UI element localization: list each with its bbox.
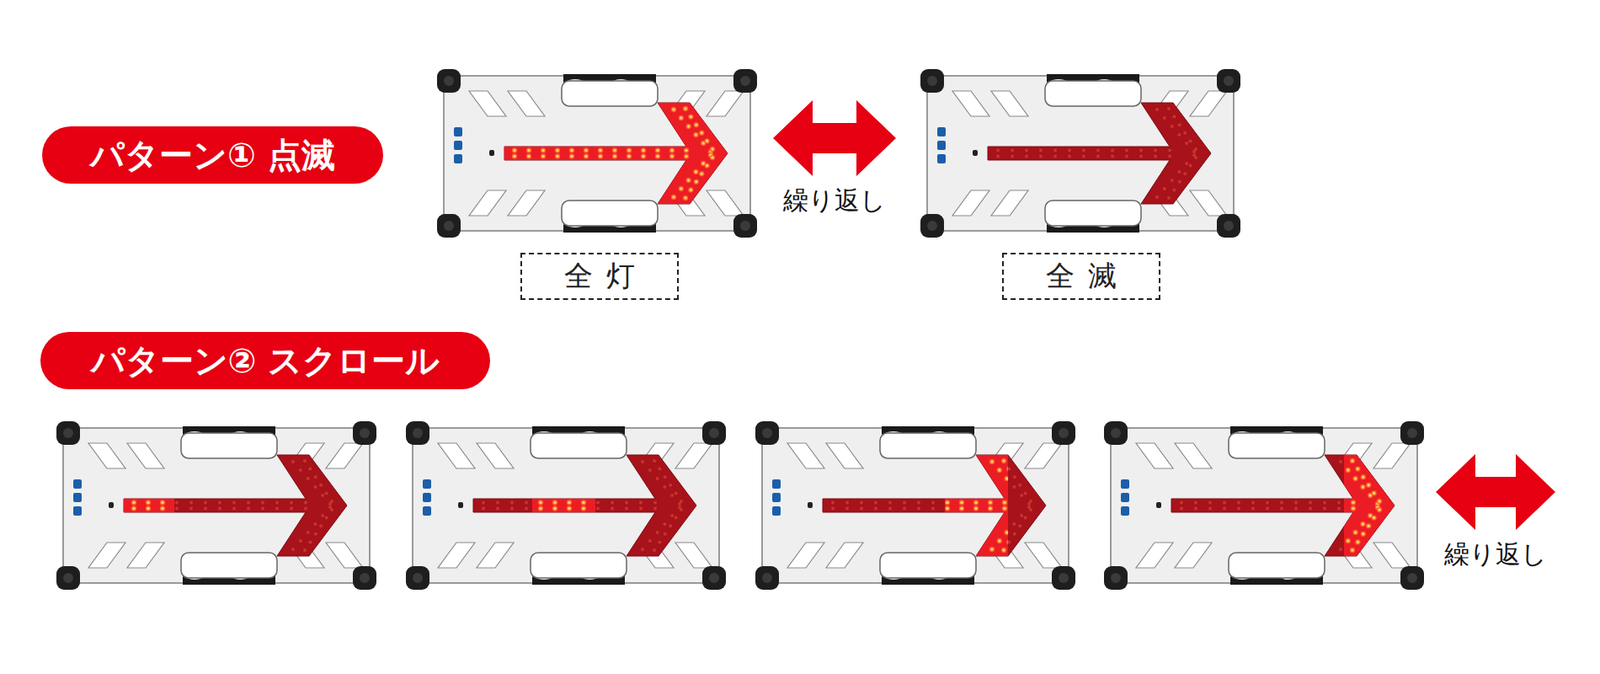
repeat-arrow bbox=[1435, 453, 1556, 530]
pattern-pill: パターン① 点滅 bbox=[42, 126, 384, 184]
pattern-pill: パターン② スクロール bbox=[40, 331, 491, 390]
repeat-label: 繰り返し bbox=[783, 183, 886, 219]
node-text: 全灯 bbox=[564, 256, 648, 296]
arrow-board bbox=[920, 69, 1241, 238]
arrow-board bbox=[56, 421, 377, 590]
repeat-label: 繰り返し bbox=[1444, 537, 1547, 572]
node-text: パターン② スクロール bbox=[90, 337, 441, 384]
node-text: 全滅 bbox=[1045, 256, 1130, 296]
state-box: 全滅 bbox=[1002, 252, 1161, 300]
node-text: パターン① 点滅 bbox=[90, 132, 336, 179]
arrow-board bbox=[437, 69, 758, 238]
state-box: 全灯 bbox=[520, 252, 679, 300]
repeat-arrow bbox=[773, 100, 896, 176]
arrow-board bbox=[755, 421, 1076, 590]
arrow-board bbox=[405, 421, 726, 590]
arrow-board bbox=[1104, 421, 1424, 590]
